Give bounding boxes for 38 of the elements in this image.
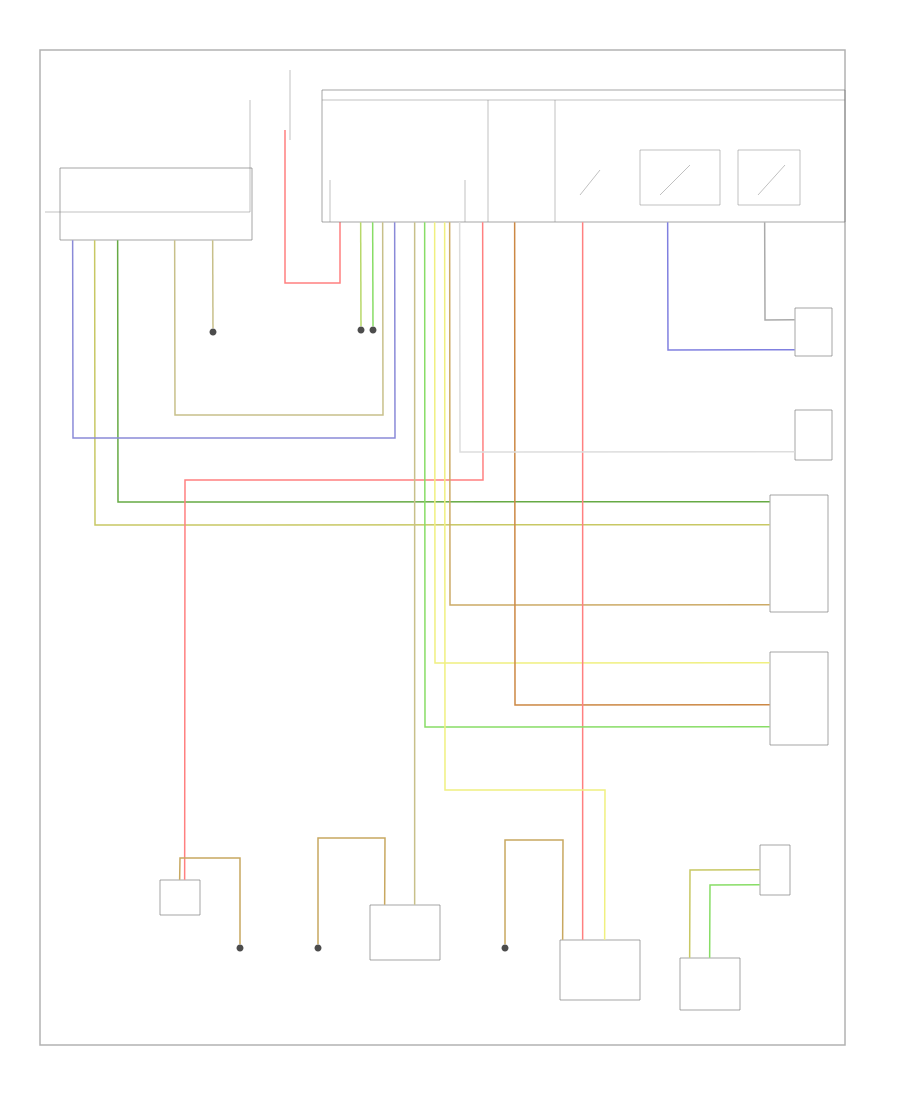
wire xyxy=(359,221,362,328)
component-box xyxy=(559,939,641,1001)
component-box xyxy=(679,957,741,1011)
wire xyxy=(443,221,606,941)
relay-box xyxy=(59,167,253,241)
component-box xyxy=(759,844,791,896)
ground-point xyxy=(357,326,365,334)
ground-point xyxy=(501,944,509,952)
wire xyxy=(458,221,796,453)
wire xyxy=(178,857,241,946)
control-module-box xyxy=(321,89,846,223)
ground-point xyxy=(236,944,244,952)
wire xyxy=(413,221,416,906)
wire xyxy=(513,221,771,706)
wire xyxy=(183,221,484,881)
component-box xyxy=(769,651,829,746)
wire xyxy=(371,221,374,328)
component-box xyxy=(794,307,833,357)
wire xyxy=(173,221,384,416)
ground-point xyxy=(209,328,217,336)
wire xyxy=(448,221,771,606)
ground-point xyxy=(369,326,377,334)
wire xyxy=(708,883,761,959)
component-box xyxy=(769,494,829,613)
component-box xyxy=(794,409,833,461)
wire xyxy=(211,239,214,330)
wire xyxy=(504,839,564,946)
wire xyxy=(666,221,796,351)
component-box xyxy=(159,879,201,916)
wire xyxy=(763,221,796,321)
component-box xyxy=(369,904,441,961)
wire xyxy=(433,221,771,664)
wire xyxy=(581,221,584,941)
wire xyxy=(317,837,386,946)
wire xyxy=(688,868,761,959)
wire xyxy=(423,221,771,728)
ground-point xyxy=(314,944,322,952)
wire xyxy=(71,221,396,439)
